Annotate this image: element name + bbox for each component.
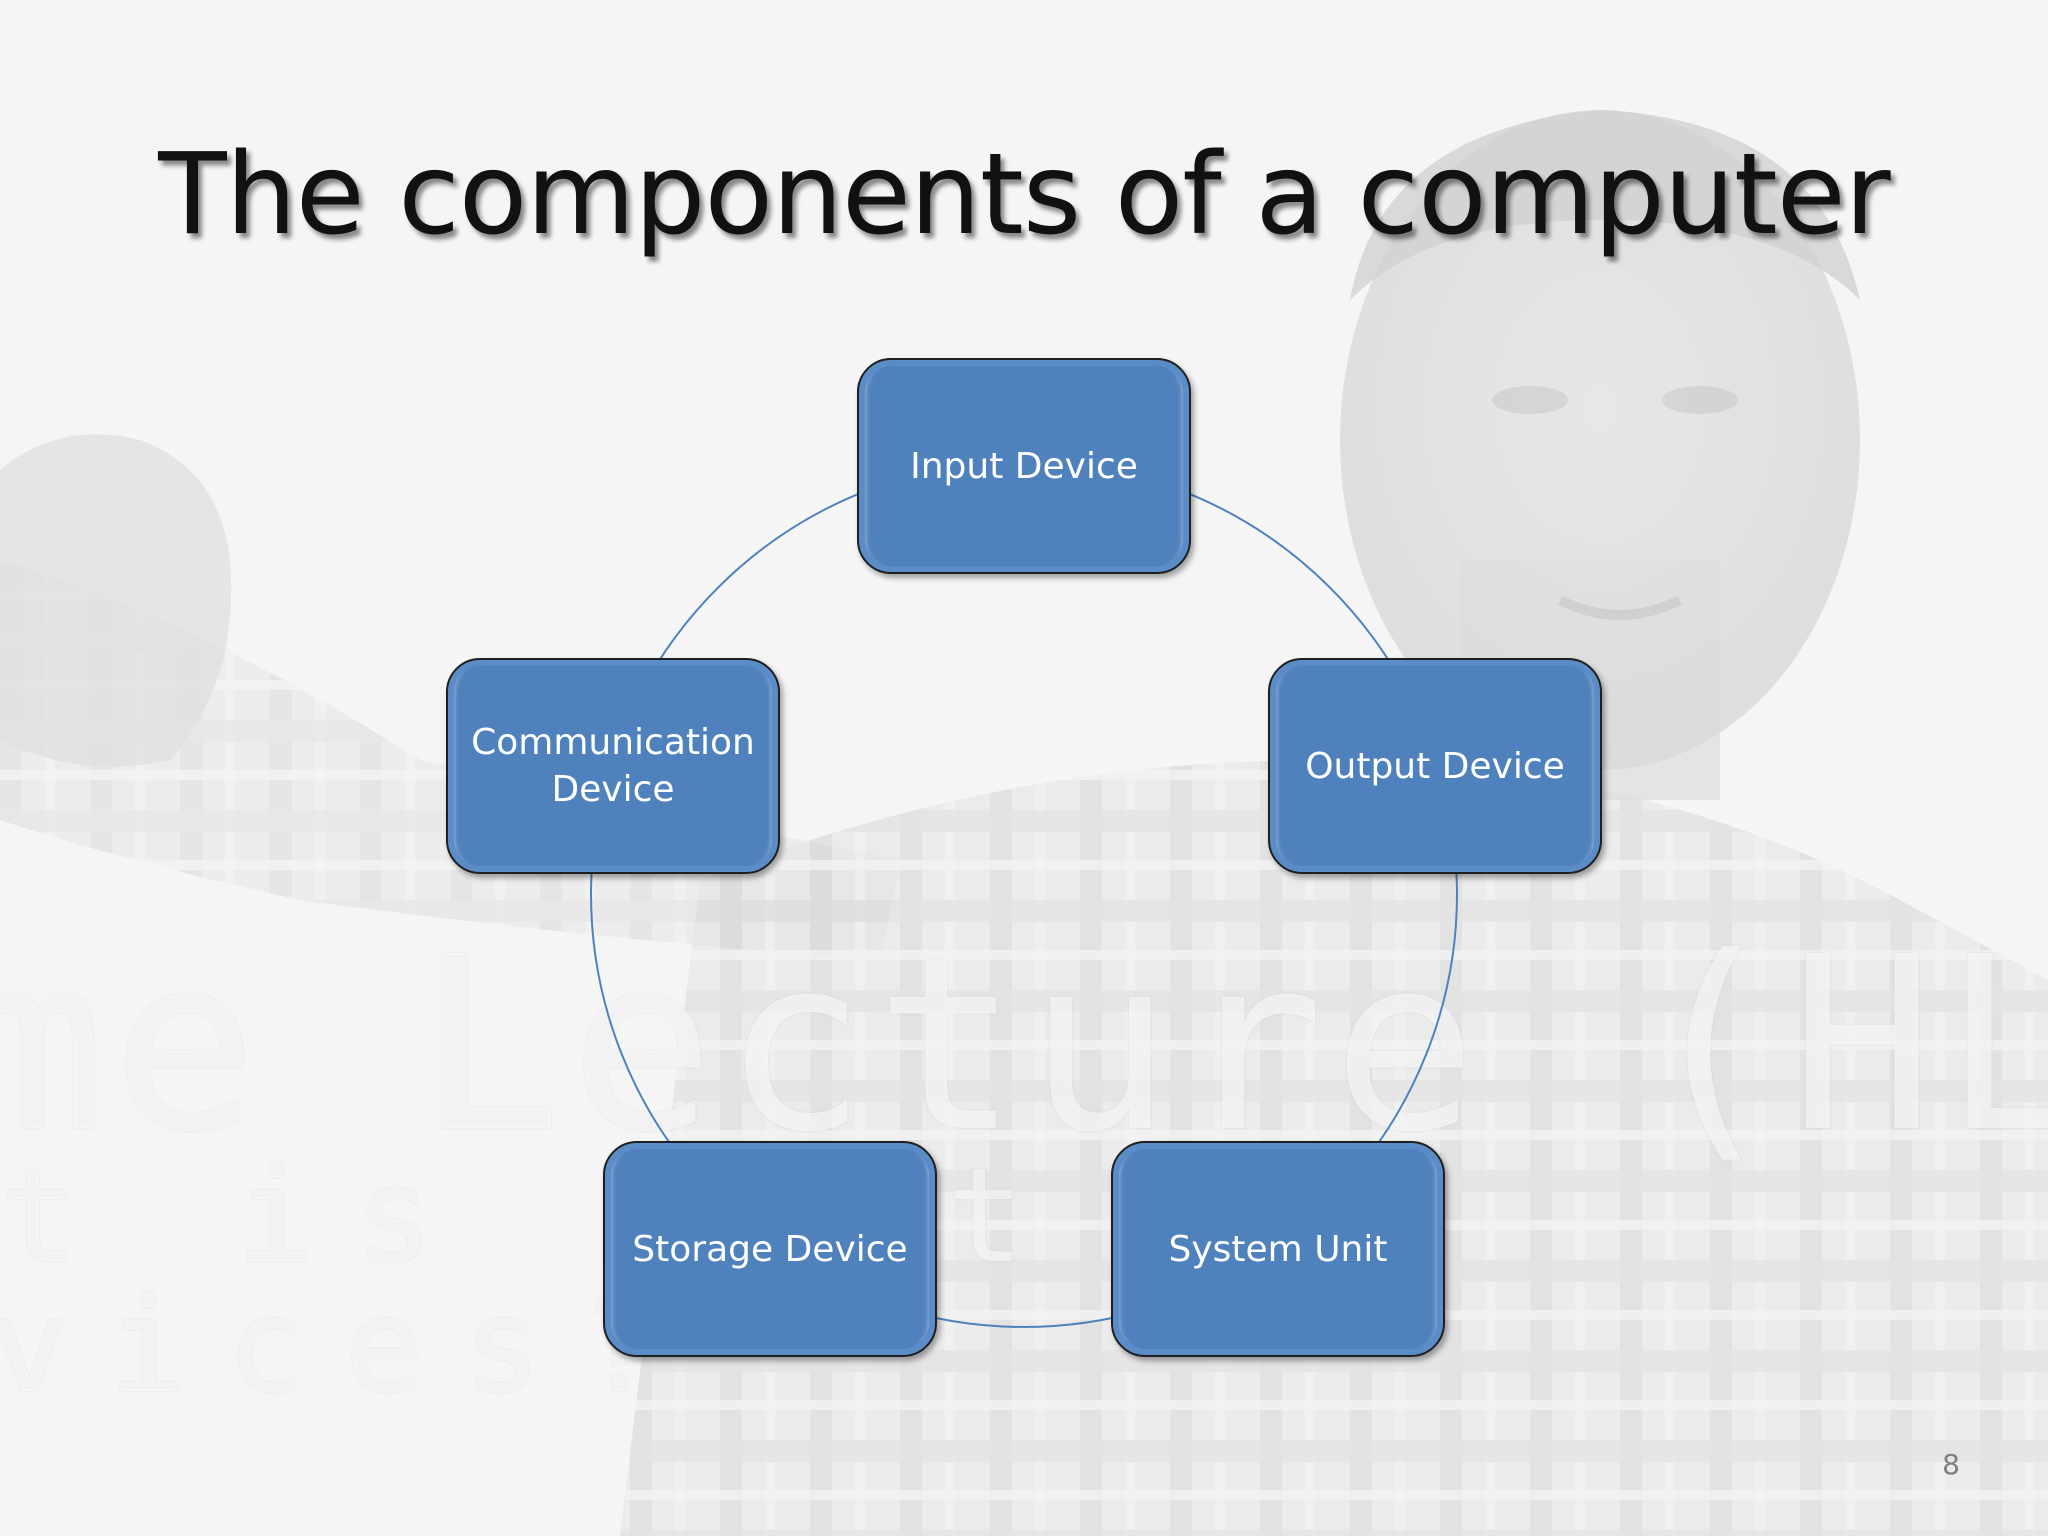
page-number: 8 <box>1942 1448 1960 1481</box>
node-storage-device: Storage Device <box>603 1141 937 1357</box>
node-output-device: Output Device <box>1268 658 1602 874</box>
slide-title: The components of a computer <box>158 130 1890 260</box>
node-input-device: Input Device <box>857 358 1191 574</box>
node-communication-device: Communication Device <box>446 658 780 874</box>
watermark-line-3: vices? <box>0 1270 700 1422</box>
watermark-line-1: me Lecture (HL) <box>0 905 2048 1185</box>
node-system-unit: System Unit <box>1111 1141 1445 1357</box>
